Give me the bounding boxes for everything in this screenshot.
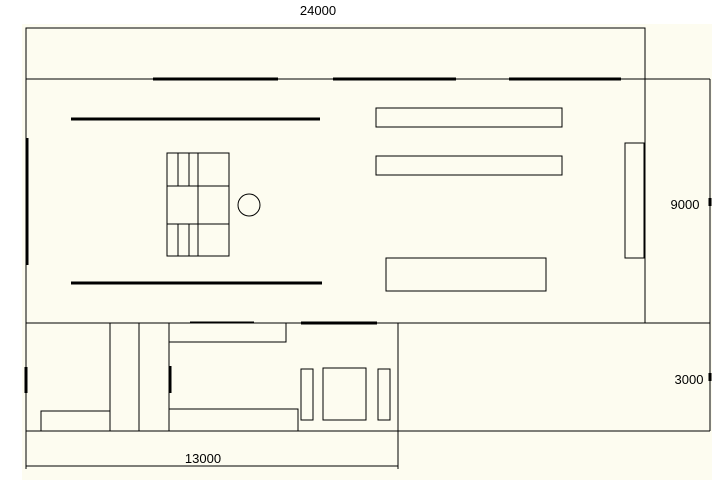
table-1: [375, 107, 563, 128]
drawing-background: [22, 24, 712, 480]
dimension-right-upper: 9000: [671, 197, 700, 212]
annex-shelf: [40, 410, 111, 432]
table-3: [385, 257, 547, 292]
sofa-group: [166, 152, 230, 257]
annex-chair-right: [377, 368, 391, 421]
counter-right: [624, 142, 645, 259]
annex-table: [322, 367, 367, 421]
table-2: [375, 155, 563, 176]
annex-counter-top: [168, 322, 287, 343]
dimension-top-width: 24000: [300, 3, 336, 18]
annex-chair-left: [300, 368, 314, 421]
dimension-bottom-width: 13000: [185, 451, 221, 466]
dimension-right-lower: 3000: [675, 372, 704, 387]
round-table: [237, 193, 261, 217]
annex-counter-bottom: [168, 408, 299, 432]
